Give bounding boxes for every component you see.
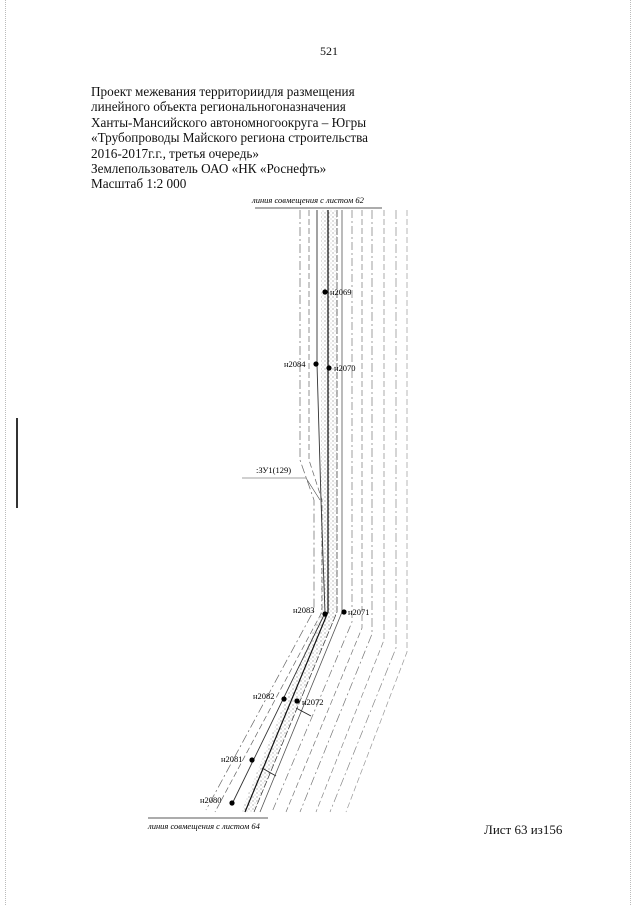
corridor-boundary-right xyxy=(253,210,338,813)
corridor-boundary-main xyxy=(244,210,329,813)
dashed-boundary-line xyxy=(214,210,323,813)
boundary-point-label: н2083 xyxy=(293,605,315,615)
map-header: Проект межевания территориидля размещени… xyxy=(91,84,368,192)
header-line: Ханты-Мансийского автономногоокруга – Юг… xyxy=(91,114,367,130)
scale-label: Масштаб 1:2 000 xyxy=(91,176,187,192)
section-tick xyxy=(261,767,277,777)
boundary-point-label: н2084 xyxy=(284,359,306,369)
boundary-point-label: н2082 xyxy=(253,691,275,701)
boundary-point-marker xyxy=(229,800,235,806)
dashed-boundary-line xyxy=(315,210,385,813)
boundary-point-marker xyxy=(322,289,328,295)
header-line: «Трубопроводы Майского региона строитель… xyxy=(91,130,369,146)
boundary-point-marker xyxy=(249,757,255,763)
boundary-point-marker xyxy=(322,611,328,617)
boundary-point-marker xyxy=(281,696,287,702)
dashed-boundary-line xyxy=(299,210,373,813)
header-line: Землепользователь ОАО «НК «Роснефть» xyxy=(91,161,327,177)
boundary-point-label: н2081 xyxy=(221,754,243,764)
boundary-point-label: н2080 xyxy=(200,795,222,805)
boundary-point-marker xyxy=(341,609,347,615)
bottom-match-line-label: линия совмещения с листом 64 xyxy=(147,821,261,831)
dashed-boundary-line xyxy=(205,210,315,811)
margin-mark xyxy=(16,418,18,508)
header-line: 2016-2017г.г., третья очередь» xyxy=(91,145,260,161)
sheet-label: Лист 63 из156 xyxy=(484,822,563,837)
boundary-point-marker xyxy=(294,698,300,704)
boundary-point-label: н2069 xyxy=(330,287,352,297)
dashed-boundary-line xyxy=(285,210,363,813)
boundary-point-marker xyxy=(313,361,319,367)
boundary-point-label: н2071 xyxy=(348,607,370,617)
header-line: Проект межевания территориидля размещени… xyxy=(91,84,355,99)
stippled-corridor xyxy=(241,210,337,812)
parcel-leader-line xyxy=(305,477,321,501)
header-line: линейного объекта региональногоназначени… xyxy=(91,99,346,115)
corridor-boundary-left xyxy=(232,210,326,803)
section-tick xyxy=(295,707,312,717)
left-page-edge xyxy=(5,0,6,905)
dashed-boundary-line xyxy=(345,210,408,813)
boundary-point-marker xyxy=(326,365,332,371)
top-match-line-label: линия совмещения с листом 62 xyxy=(251,195,365,205)
right-page-edge xyxy=(630,0,631,905)
page-number: 521 xyxy=(320,44,338,58)
dashed-boundary-line xyxy=(271,210,353,813)
boundary-point-label: н2072 xyxy=(302,697,324,707)
parcel-label: :ЗУ1(129) xyxy=(256,465,291,475)
boundary-point-label: н2070 xyxy=(334,363,356,373)
dashed-boundary-line xyxy=(329,210,397,813)
